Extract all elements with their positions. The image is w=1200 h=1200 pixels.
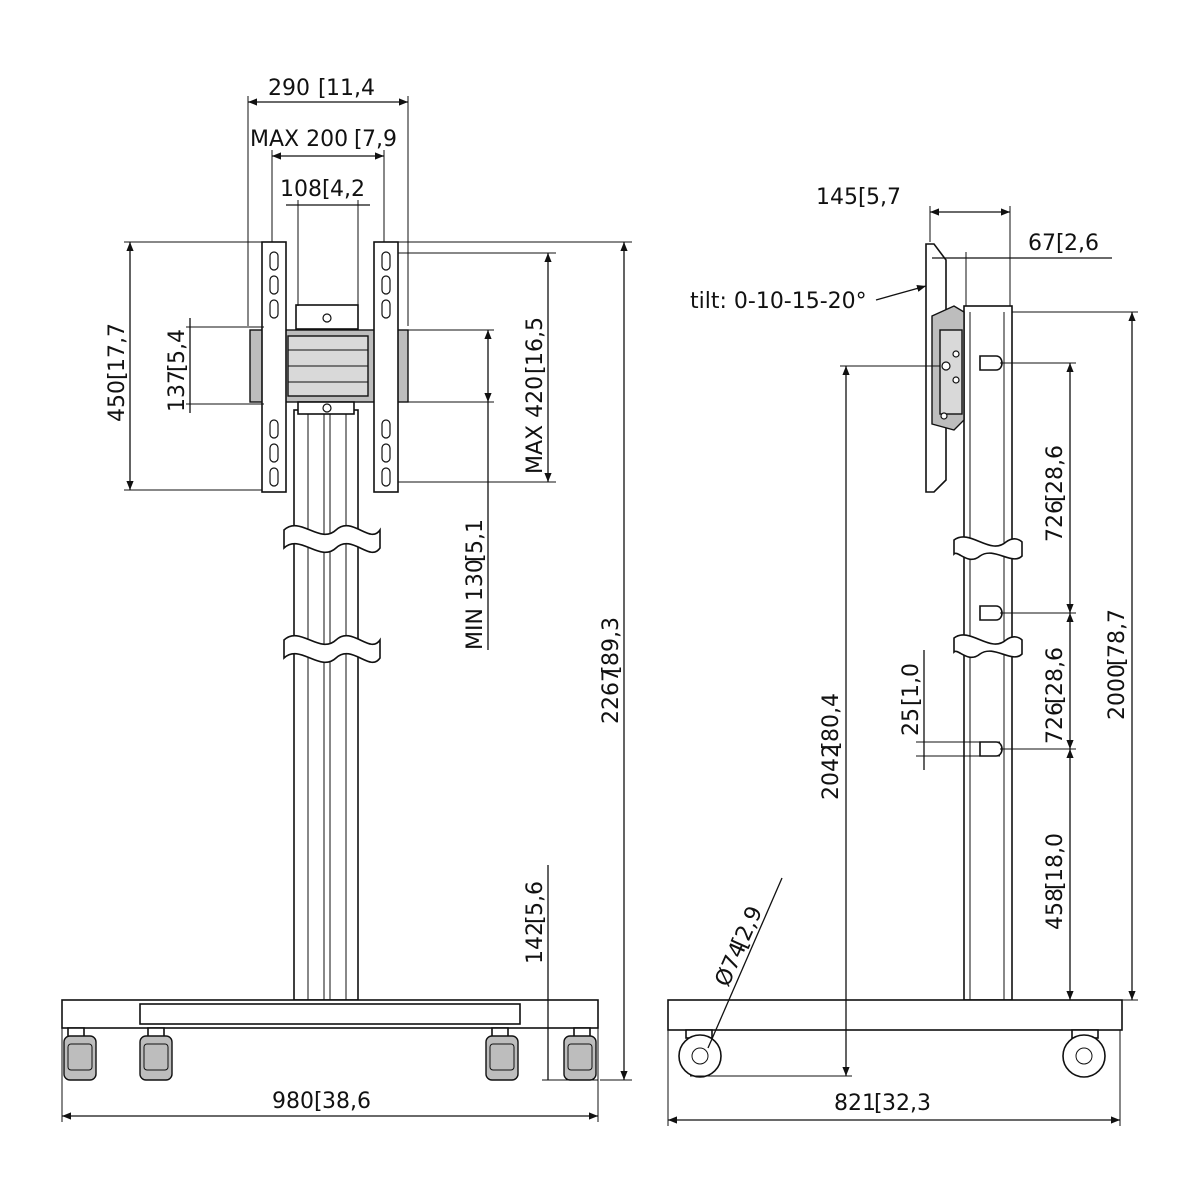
side-view: 145 [ 5,7 67 [ 2,6 tilt: 0-10-15-20° 726…	[667, 185, 1138, 1126]
svg-text:[: [	[1105, 657, 1130, 666]
svg-text:726: 726	[1043, 702, 1068, 744]
tilt-label: tilt: 0-10-15-20°	[690, 289, 867, 314]
svg-text:[: [	[322, 177, 331, 202]
dim-width-980: 980 [ 38,6	[272, 1089, 371, 1114]
svg-text:[: [	[599, 665, 624, 674]
dim-25: 25 [ 1,0	[899, 663, 924, 736]
svg-text:[: [	[105, 371, 130, 380]
svg-text:89,3: 89,3	[599, 617, 624, 666]
svg-text:5,4: 5,4	[165, 329, 190, 364]
svg-text:78,7: 78,7	[1105, 609, 1130, 658]
svg-text:980: 980	[272, 1089, 314, 1114]
dim-min-130: MIN 130 [ 5,1	[463, 519, 488, 650]
svg-text:MAX 420: MAX 420	[523, 376, 548, 474]
svg-text:18,0: 18,0	[1043, 833, 1068, 882]
svg-text:2,6: 2,6	[1064, 231, 1099, 256]
svg-text:17,7: 17,7	[105, 323, 130, 372]
svg-text:38,6: 38,6	[322, 1089, 371, 1114]
dim-height-2000: 2000 [ 78,7	[1105, 609, 1130, 720]
dim-height-2267: 2267 [ 89,3	[599, 617, 624, 724]
svg-text:[: [	[463, 553, 488, 562]
svg-text:67: 67	[1028, 231, 1056, 256]
svg-text:[: [	[858, 185, 867, 210]
dim-726-mid: 726 [ 28,6	[1043, 647, 1068, 744]
svg-text:[: [	[899, 697, 924, 706]
svg-text:5,6: 5,6	[523, 881, 548, 916]
svg-text:[: [	[1043, 493, 1068, 502]
svg-text:2042: 2042	[819, 744, 844, 800]
side-caster	[678, 1029, 722, 1078]
svg-text:108: 108	[280, 177, 322, 202]
svg-text:[: [	[819, 741, 844, 750]
front-base	[61, 999, 599, 1081]
dim-137: 137 [ 5,4	[165, 329, 190, 412]
svg-text:28,6: 28,6	[1043, 647, 1068, 696]
svg-text:MIN 130: MIN 130	[463, 559, 488, 650]
svg-text:[: [	[314, 1089, 323, 1114]
svg-text:458: 458	[1043, 888, 1068, 930]
svg-text:137: 137	[165, 370, 190, 412]
svg-text:142: 142	[523, 922, 548, 964]
svg-text:1,0: 1,0	[899, 663, 924, 698]
svg-text:5,1: 5,1	[463, 519, 488, 554]
svg-text:5,7: 5,7	[866, 185, 901, 210]
svg-text:4,2: 4,2	[330, 177, 365, 202]
svg-text:[: [	[165, 363, 190, 372]
front-caster	[563, 1027, 597, 1081]
dim-max-420: MAX 420 [ 16,5	[523, 317, 548, 474]
svg-text:[: [	[1056, 231, 1065, 256]
side-caster	[1062, 1029, 1106, 1078]
svg-text:7,9: 7,9	[362, 127, 397, 152]
front-caster	[63, 1027, 97, 1081]
dim-142: 142 [ 5,6	[523, 881, 548, 964]
svg-text:28,6: 28,6	[1043, 445, 1068, 494]
dim-458: 458 [ 18,0	[1043, 833, 1068, 930]
front-column	[283, 409, 381, 1001]
svg-text:450: 450	[105, 380, 130, 422]
svg-text:[: [	[523, 915, 548, 924]
side-column	[953, 305, 1023, 1001]
front-caster	[485, 1027, 519, 1081]
svg-text:16,5: 16,5	[523, 317, 548, 366]
svg-text:80,4: 80,4	[819, 693, 844, 742]
dim-726-top: 726 [ 28,6	[1043, 445, 1068, 542]
svg-text:[: [	[318, 76, 327, 101]
dim-height-450: 450 [ 17,7	[105, 323, 130, 422]
svg-text:25: 25	[899, 708, 924, 736]
dim-67: 67 [ 2,6	[1028, 231, 1099, 256]
front-caster	[139, 1027, 173, 1081]
dim-108: 108 [ 4,2	[280, 177, 365, 202]
svg-text:MAX 200: MAX 200	[250, 127, 348, 152]
side-tilt-bracket	[925, 243, 965, 493]
svg-text:[: [	[874, 1091, 883, 1116]
svg-text:[: [	[354, 127, 363, 152]
dim-width-821: 821 [ 32,3	[834, 1091, 931, 1116]
svg-text:2267: 2267	[599, 668, 624, 724]
svg-text:726: 726	[1043, 500, 1068, 542]
svg-text:32,3: 32,3	[882, 1091, 931, 1116]
dim-height-2042: 2042 [ 80,4	[819, 693, 844, 800]
dim-width-290: 290 [ 11,4	[268, 76, 375, 101]
svg-text:11,4: 11,4	[326, 76, 375, 101]
svg-text:[: [	[1043, 881, 1068, 890]
front-vesa-bracket	[249, 241, 409, 493]
svg-text:[: [	[523, 365, 548, 374]
svg-text:821: 821	[834, 1091, 876, 1116]
svg-text:145: 145	[816, 185, 858, 210]
svg-text:2000: 2000	[1105, 664, 1130, 720]
dim-max-200: MAX 200 [ 7,9	[250, 127, 397, 152]
side-base	[667, 999, 1123, 1078]
front-view: 290 [ 11,4 MAX 200 [ 7,9 108 [ 4,2 450 […	[61, 76, 632, 1122]
svg-text:290: 290	[268, 76, 310, 101]
svg-text:[: [	[1043, 695, 1068, 704]
dim-145: 145 [ 5,7	[816, 185, 901, 210]
